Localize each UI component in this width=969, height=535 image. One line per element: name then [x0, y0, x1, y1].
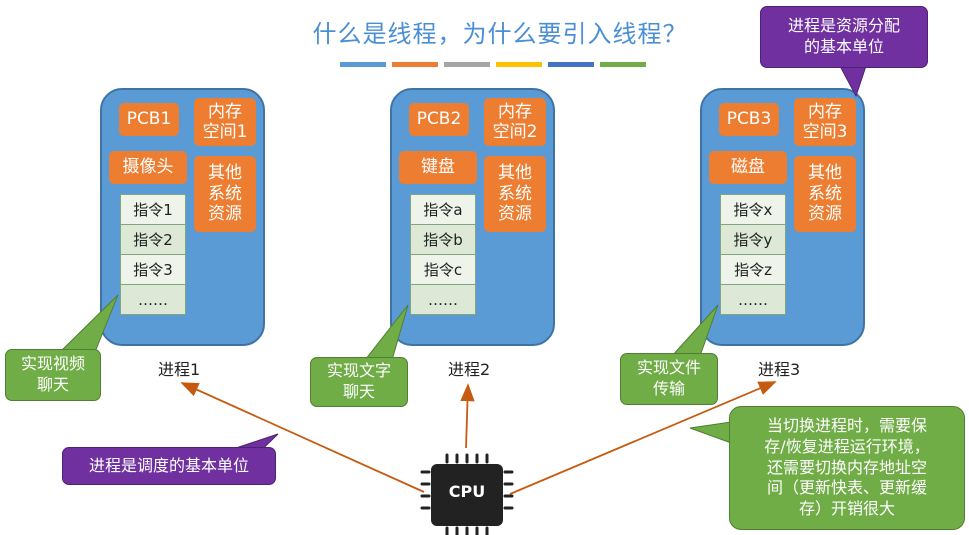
process-2-block: PCB2 内存空间2 键盘 其他系统资源 指令a 指令b 指令c …… — [390, 88, 555, 346]
title-underline-segment — [392, 62, 438, 67]
instruction-item: 指令b — [411, 225, 475, 255]
process-3-label: 进程3 — [758, 360, 801, 379]
cpu-chip-icon — [420, 453, 514, 535]
device-box: 磁盘 — [709, 151, 787, 184]
memory-space-box: 内存空间2 — [484, 98, 546, 146]
instruction-list: 指令a 指令b 指令c …… — [410, 194, 476, 315]
instruction-item: 指令z — [721, 255, 785, 285]
callout-pointer — [58, 294, 119, 353]
memory-space-box: 内存空间3 — [794, 98, 856, 146]
process-1-block: PCB1 内存空间1 摄像头 其他系统资源 指令1 指令2 指令3 …… — [100, 88, 265, 346]
instruction-item: 指令c — [411, 255, 475, 285]
callout-scheduling-unit: 进程是调度的基本单位 — [62, 447, 276, 485]
callout-text-chat: 实现文字聊天 — [310, 357, 408, 407]
callout-pointer — [839, 65, 867, 98]
process-1-label: 进程1 — [158, 360, 201, 379]
instruction-item: …… — [121, 285, 185, 314]
arrow-cpu-to-process-1 — [180, 382, 425, 493]
other-resources-box: 其他系统资源 — [194, 156, 256, 232]
memory-space-box: 内存空间1 — [194, 98, 256, 146]
title-underline-segment — [444, 62, 490, 67]
instruction-item: …… — [721, 285, 785, 314]
other-resources-box: 其他系统资源 — [484, 156, 546, 232]
device-box: 键盘 — [399, 151, 477, 184]
callout-pointer — [670, 304, 719, 357]
arrow-cpu-to-process-2 — [460, 383, 475, 449]
title-underline-segment — [496, 62, 542, 67]
process-2-label: 进程2 — [448, 360, 491, 379]
callout-switch-cost: 当切换进程时，需要保存/恢复进程运行环境，还需要切换内存地址空间（更新快表、更新… — [729, 406, 965, 530]
pcb-box: PCB3 — [719, 103, 779, 136]
instruction-item: 指令y — [721, 225, 785, 255]
device-box: 摄像头 — [109, 151, 187, 184]
page-title: 什么是线程，为什么要引入线程？ — [312, 20, 688, 48]
title-underline-segment — [340, 62, 386, 67]
title-underline-segment — [548, 62, 594, 67]
other-resources-box: 其他系统资源 — [794, 156, 856, 232]
callout-resource-unit: 进程是资源分配的基本单位 — [760, 6, 928, 68]
instruction-item: …… — [411, 285, 475, 314]
instruction-item: 指令1 — [121, 195, 185, 225]
title-underline — [340, 62, 646, 68]
callout-file-transfer: 实现文件传输 — [620, 353, 718, 405]
process-3-block: PCB3 内存空间3 磁盘 其他系统资源 指令x 指令y 指令z …… — [700, 88, 865, 346]
instruction-item: 指令3 — [121, 255, 185, 285]
instruction-item: 指令x — [721, 195, 785, 225]
instruction-list: 指令1 指令2 指令3 …… — [120, 194, 186, 315]
instruction-list: 指令x 指令y 指令z …… — [720, 194, 786, 315]
instruction-item: 指令a — [411, 195, 475, 225]
pcb-box: PCB2 — [409, 103, 469, 136]
pcb-box: PCB1 — [119, 103, 179, 136]
callout-video-chat: 实现视频聊天 — [5, 349, 101, 401]
callout-pointer — [363, 304, 409, 361]
cpu-label: CPU — [448, 482, 486, 501]
instruction-item: 指令2 — [121, 225, 185, 255]
arrow-cpu-to-process-3 — [509, 381, 777, 495]
title-underline-segment — [600, 62, 646, 67]
